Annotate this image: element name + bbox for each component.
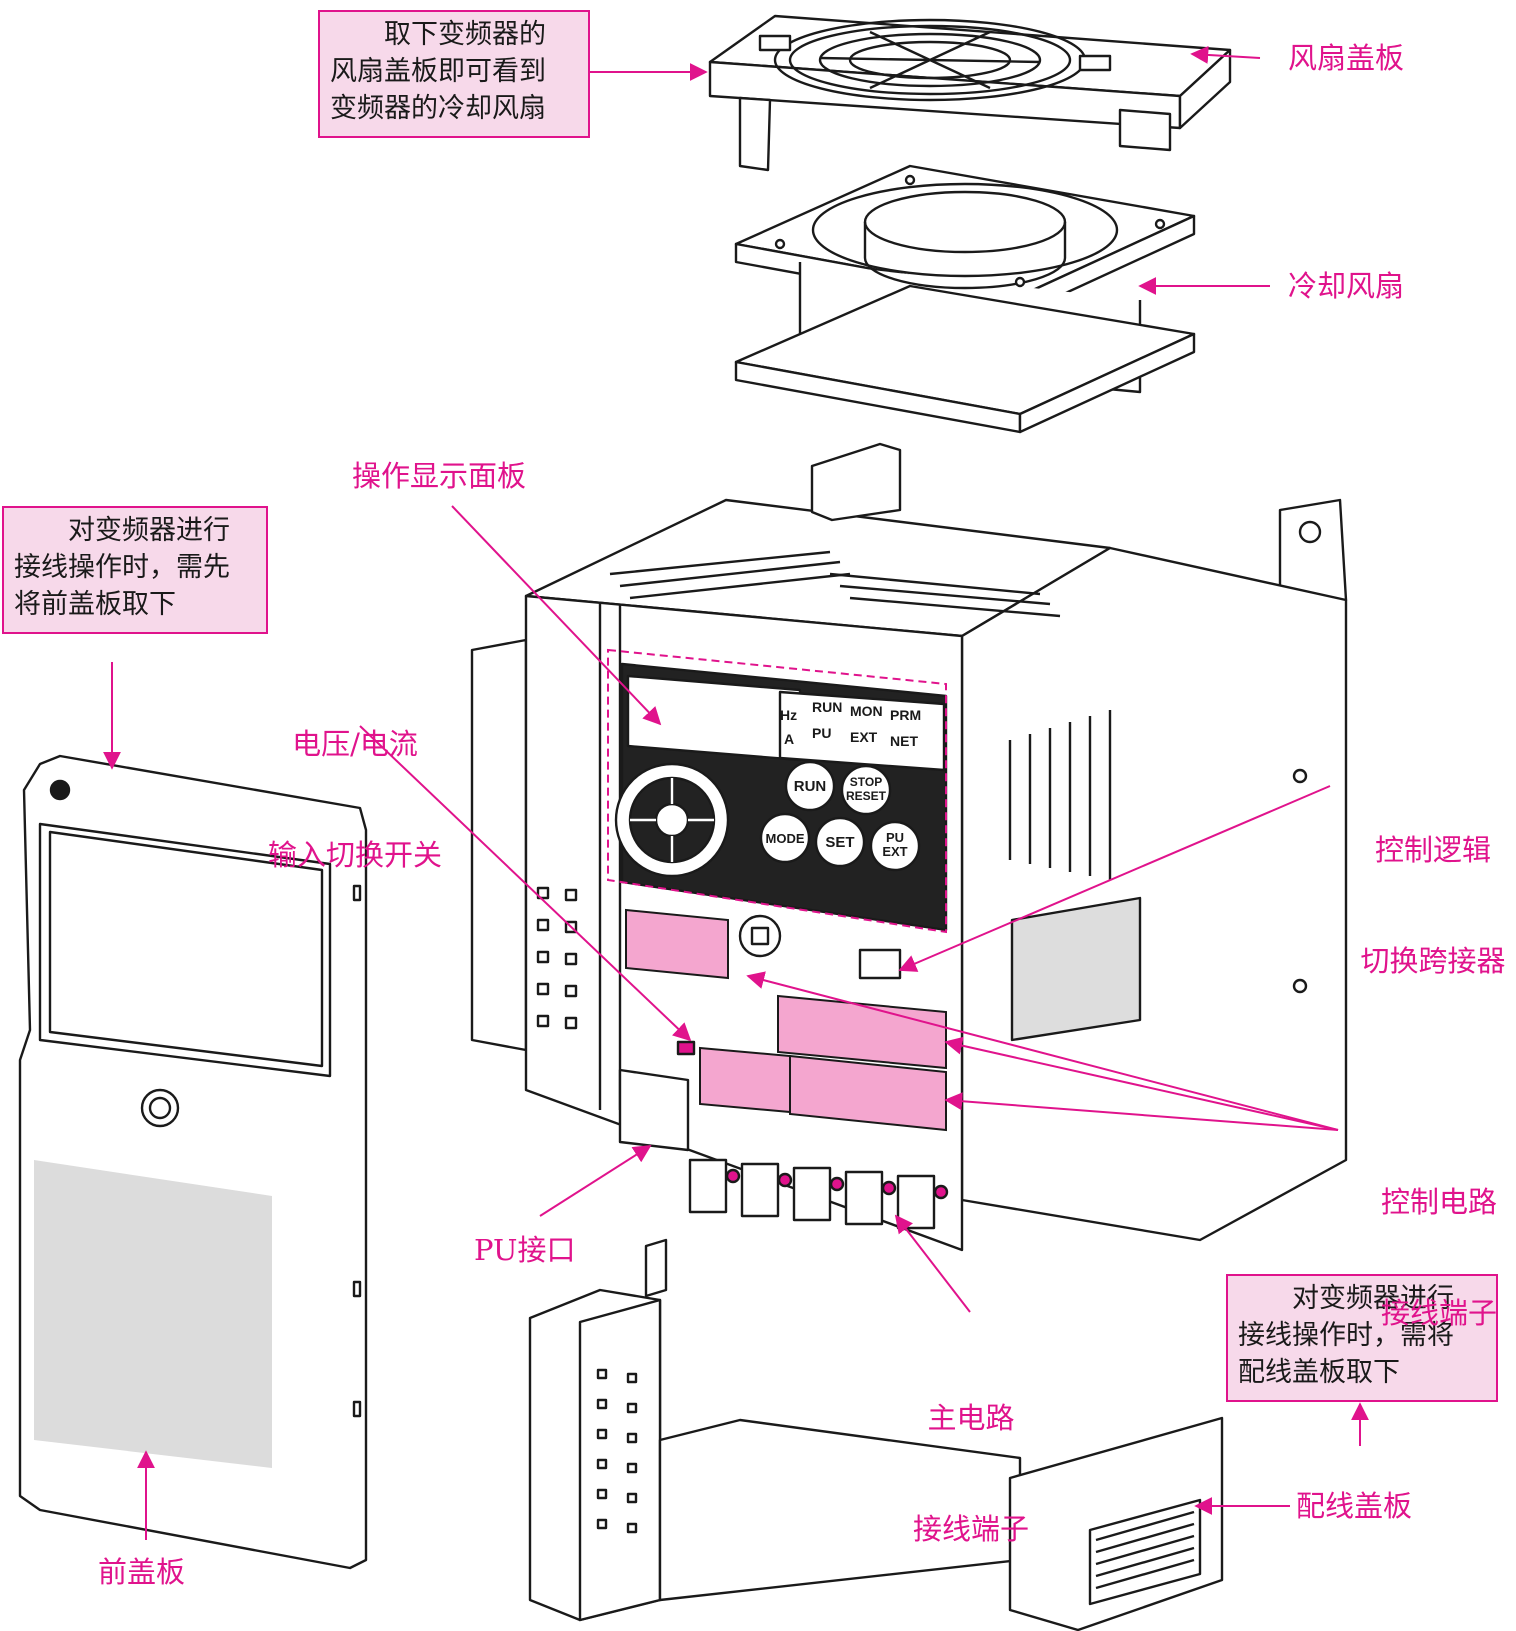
front-cover-note-line2: 接线操作时，需先 xyxy=(14,552,230,583)
front-cover-note: 对变频器进行 接线操作时，需先 将前盖板取下 xyxy=(2,506,268,634)
panel-dashed-outline xyxy=(607,648,947,934)
leader-lines xyxy=(103,45,1369,1540)
front-cover-note-line3: 将前盖板取下 xyxy=(14,589,176,620)
wiring-cover-note-line1: 对变频器进行 xyxy=(1292,1283,1454,1314)
pu-ext-button[interactable]: PU xyxy=(886,830,904,845)
panel-hz: Hz xyxy=(780,707,797,723)
wiring-cover-note: 对变频器进行 接线操作时，需将 配线盖板取下 xyxy=(1226,1274,1498,1402)
panel-ext-led: EXT xyxy=(850,729,878,745)
set-button[interactable]: SET xyxy=(825,834,854,851)
vi-switch-label: 电压/电流 输入切换开关 xyxy=(250,652,460,911)
vi-switch-label-line1: 电压/电流 xyxy=(292,727,418,761)
wiring-cover-note-line3: 配线盖板取下 xyxy=(1238,1357,1400,1388)
main-terminals-label-line2: 接线端子 xyxy=(912,1512,1029,1546)
main-terminals-label: 主电路 接线端子 xyxy=(896,1326,1046,1585)
fan-cover-note: 取下变频器的 风扇盖板即可看到 变频器的冷却风扇 xyxy=(318,10,590,138)
control-terminals-label-line1: 控制电路 xyxy=(1380,1185,1497,1219)
inverter-body xyxy=(470,442,1348,1252)
control-terminals-label-line2: 接线端子 xyxy=(1380,1296,1497,1330)
main-terminals-label-line1: 主电路 xyxy=(927,1401,1015,1435)
operation-panel-label: 操作显示面板 xyxy=(352,459,527,493)
pu-ext-button-line2[interactable]: EXT xyxy=(882,844,907,859)
control-jumper-label-line1: 控制逻辑 xyxy=(1374,833,1491,867)
fan-cover-note-line1: 取下变频器的 xyxy=(384,19,546,50)
front-cover-part xyxy=(18,754,368,1570)
fan-cover-label: 风扇盖板 xyxy=(1288,41,1405,75)
front-cover-note-line1: 对变频器进行 xyxy=(68,515,230,546)
vi-switch-label-line2: 输入切换开关 xyxy=(267,838,442,872)
wiring-cover-note-line2: 接线操作时，需将 xyxy=(1238,1320,1454,1351)
panel-a: A xyxy=(784,731,794,747)
control-terminals-label: 控制电路 接线端子 xyxy=(1364,1110,1514,1369)
cooling-fan-label: 冷却风扇 xyxy=(1288,269,1405,303)
stop-reset-button[interactable]: STOP xyxy=(850,775,882,789)
run-button[interactable]: RUN xyxy=(794,778,827,795)
fan-cover-part xyxy=(708,14,1232,172)
control-jumper-label-line2: 切换跨接器 xyxy=(1360,944,1506,978)
fan-cover-note-line3: 变频器的冷却风扇 xyxy=(330,93,546,124)
panel-mon-led: MON xyxy=(850,703,883,719)
pu-port-label: PU接口 xyxy=(474,1233,576,1267)
panel-run-led: RUN xyxy=(812,699,842,715)
stop-reset-button-line2[interactable]: RESET xyxy=(846,789,887,803)
cooling-fan-part xyxy=(734,164,1196,434)
wiring-cover-part xyxy=(528,1238,1224,1631)
panel-prm-led: PRM xyxy=(890,707,921,723)
front-cover-label: 前盖板 xyxy=(98,1555,186,1589)
control-terminal-blocks xyxy=(625,908,947,1132)
mode-button[interactable]: MODE xyxy=(766,831,805,846)
panel-pu-led: PU xyxy=(812,725,831,741)
fan-cover-note-line2: 风扇盖板即可看到 xyxy=(330,56,546,87)
wiring-cover-label: 配线盖板 xyxy=(1296,1489,1413,1523)
panel-net-led: NET xyxy=(890,733,918,749)
control-jumper-label: 控制逻辑 切换跨接器 xyxy=(1350,758,1516,1017)
